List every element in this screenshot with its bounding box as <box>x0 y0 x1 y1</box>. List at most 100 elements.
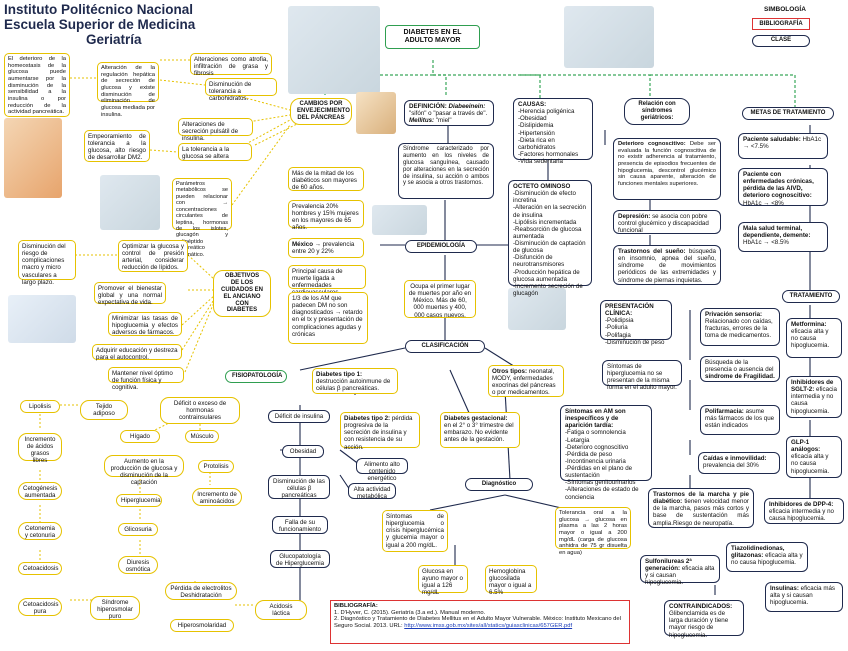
adquirir-educacion-box: Adquirir educación y destreza para el au… <box>92 344 182 361</box>
hiperosmolaridad-box: Hiperosmolaridad <box>170 619 234 633</box>
lipolisis-box: Lipolisis <box>20 400 60 414</box>
sintomas-am-item: -Síntomas genitourinarios <box>565 479 636 487</box>
bibliografia-box: BIBLIOGRAFÍA: 1. D'Hyver, C. (2015). Ger… <box>330 600 630 644</box>
header-line-1: Instituto Politécnico Nacional <box>4 2 194 17</box>
definicion-text2: "miel" <box>435 117 452 125</box>
obesidad-box: Obesidad <box>282 445 324 459</box>
institution-header: Instituto Politécnico Nacional Escuela S… <box>4 2 234 47</box>
metformina-label: Metformina: <box>791 321 827 328</box>
causas-item: -Hipertensión <box>518 129 555 137</box>
depresion-box: Depresión: se asocia con pobre control g… <box>613 210 721 234</box>
alteracion-regulacion-box: Alteración de la regulación hepática de … <box>97 62 159 118</box>
insulinas-label: Insulinas: <box>770 585 799 592</box>
optimizar-glucosa-box: Optimizar la glucosa y control de presió… <box>118 240 188 272</box>
pancreas-illustration <box>4 118 62 198</box>
sal-text: HbA1c → <7.5% <box>743 136 822 151</box>
dpp4-box: Inhibidores de DPP-4: eficacia intermedi… <box>764 498 844 524</box>
minimizar-hipoglucemia-box: Minimizar las tasas de hipoglucemia y ef… <box>108 312 182 336</box>
presentacion-title: PRESENTACIÓN CLÍNICA: <box>605 303 654 318</box>
sglt2-label: Inhibidores de SGLT-2: <box>791 379 834 394</box>
otros-text: neonatal, MODY, enfermedades exocrinas d… <box>492 368 556 397</box>
octeto-item: -Disminución de captación de glucosa <box>513 240 586 255</box>
dep-text: se asocia con pobre control glucémico y … <box>618 213 709 235</box>
alteraciones-atrofia-box: Alteraciones como atrofia, infiltración … <box>190 53 272 77</box>
legend-clase: CLASE <box>752 35 810 47</box>
cetogenesis-box: Cetogénesis aumentada <box>18 482 62 500</box>
cog-text: Debe ser evaluada la función cognoscitiv… <box>618 141 716 187</box>
octeto-item: -Disminución de efecto incretina <box>513 190 576 205</box>
main-title: DIABETES EN EL ADULTO MAYOR <box>385 25 480 50</box>
dep-label: Depresión: <box>618 213 651 220</box>
contra-text: Glibenclamida es de larga duración y tie… <box>669 610 729 639</box>
empeoramiento-box: Empeoramiento de tolerancia a la glucosa… <box>84 130 150 162</box>
ref1-text: D'Hyver, C. (2015). Geriatría (3.a ed.).… <box>340 609 486 616</box>
sintomas-am-item: -Alteraciones de estado de conciencia <box>565 486 639 501</box>
octeto-title: OCTETO OMINOSO <box>513 183 571 190</box>
epi-prevalencia-box: Prevalencia 20% hombres y 15% mujeres en… <box>288 200 364 231</box>
glp1-label: GLP-1 análogos: <box>791 439 821 454</box>
tiazo-text: eficacia alta y no causa hipoglucemia. <box>731 552 803 567</box>
caidas-box: Caídas e inmovilidad: prevalencia del 30… <box>698 452 780 474</box>
definicion-label: DEFINICIÓN: <box>409 103 447 110</box>
presentacion-item: -Polifagia <box>605 331 631 339</box>
epi-ocupa-box: Ocupa el primer lugar de muertes por año… <box>404 280 476 319</box>
sueno-label: Trastornos del sueño: <box>618 248 686 255</box>
deterioro-homeostasis-box: El deterioro de la homeostasis de la glu… <box>4 53 70 117</box>
octeto-item: -Lipólisis incrementada <box>513 218 577 226</box>
otros-tipos-box: Otros tipos: neonatal, MODY, enfermedade… <box>488 365 564 397</box>
mantener-funcion-box: Mantener nivel óptimo de función física … <box>108 367 184 391</box>
disminucion-tolerancia-box: Disminución de tolerancia a carbohidrato… <box>205 78 277 102</box>
otros-label: Otros tipos: <box>492 368 528 375</box>
bibliografia-ref1: 1. D'Hyver, C. (2015). Geriatría (3.a ed… <box>334 609 486 616</box>
aumento-produccion-box: Aumento en la producción de glucosa y di… <box>104 455 184 486</box>
contraindicados-box: CONTRAINDICADOS: Glibenclamida es de lar… <box>664 600 744 639</box>
tipo1-text: destrucción autoinmune de células β panc… <box>316 378 391 393</box>
sintomas-no-presentan-box: Síntomas de hiperglucemia no se presenta… <box>602 360 682 391</box>
insulinas-box: Insulinas: eficacia más alta y si causan… <box>765 582 843 612</box>
consultation-photo <box>100 175 160 230</box>
cetoacidosis-pura-box: Cetoacidosis pura <box>18 598 62 616</box>
elderly-doctor-photo <box>288 6 380 94</box>
higado-box: Hígado <box>120 430 160 444</box>
cambios-pancreas-title: CAMBIOS POR ENVEJECIMIENTO DEL PÁNCREAS <box>290 98 352 125</box>
gest-text: en el 2° o 3° trimestre del embarazo. No… <box>444 422 514 444</box>
sintomas-hiperglucemia-diag: Síntomas de hiperglucemia o crisis hiper… <box>382 510 448 552</box>
sulfo-text: eficacia alta y si causan hipoglucemia. <box>645 565 715 587</box>
tipo1-label: Diabetes tipo 1: <box>316 371 363 378</box>
octeto-item: -Reabsorción de glucosa aumentada <box>513 225 582 240</box>
dpp4-label: Inhibidores de DPP-4: <box>769 501 834 508</box>
parametros-metabolicos-box: Parámetros metabólicos se pueden relacio… <box>172 178 232 258</box>
causas-title: CAUSAS: <box>518 101 547 108</box>
alimento-box: Alimento alto contenido energético <box>356 458 408 482</box>
sulfonilureas-box: Sulfonilureas 2ª generación: eficacia al… <box>640 555 720 587</box>
definicion-term2: Mellitus: <box>409 117 435 125</box>
tolerancia-glucosa-box: La tolerancia a la glucosa se altera <box>178 143 252 161</box>
glucosa-ayuno-box: Glucosa en ayuno mayor o igual a 126 mg/… <box>418 565 468 596</box>
deficit-insulina-box: Déficit de insulina <box>268 410 330 424</box>
sindrome-box: Síndrome caracterizado por aumento en lo… <box>398 143 494 199</box>
diagnostico-title: Diagnóstico <box>465 478 533 491</box>
octeto-box: OCTETO OMINOSO -Disminución de efecto in… <box>508 180 592 297</box>
definicion-text1: "sifón" o "pasar a través de". <box>409 110 488 118</box>
tolerancia-oral-box: Tolerancia oral a la glucosa → glucosa e… <box>555 507 631 556</box>
presentacion-item: -Disminución de peso <box>605 338 665 346</box>
causas-item: -Obesidad <box>518 115 547 123</box>
tejido-adiposo-box: Tejido adiposo <box>80 400 128 421</box>
glucopatologia-box: Glucopatología de Hiperglucemia <box>270 550 330 568</box>
octeto-item: -Alteración en la secreción de insulina <box>513 204 586 219</box>
cron-label: Paciente con enfermedades crónicas, pérd… <box>743 171 814 200</box>
clasificacion-title: CLASIFICACIÓN <box>405 340 485 353</box>
bibliografia-ref2: 2. Diagnóstico y Tratamiento de Diabetes… <box>334 616 621 629</box>
tipo2-label: Diabetes tipo 2: <box>344 415 391 422</box>
ref2-text: Diagnóstico y Tratamiento de Diabetes Me… <box>334 616 621 629</box>
sintomas-am-title: Síntomas en AM son inespecíficos y de ap… <box>565 408 626 430</box>
gestacional-box: Diabetes gestacional: en el 2° o 3° trim… <box>440 412 520 448</box>
sintomas-am-item: -Letargia <box>565 436 590 444</box>
glicosuria-box: Glicosuria <box>118 523 158 537</box>
proteolisis-box: Protolisis <box>198 460 234 474</box>
epi-principal-box: Principal causa de muerte ligada a enfer… <box>288 265 366 296</box>
bibliografia-link[interactable]: http://www.imss.gob.mx/sites/all/statics… <box>404 622 573 629</box>
definicion-term1: Diabeeinein: <box>448 103 486 110</box>
causas-item: -Dieta rica en carbohidratos <box>518 136 556 151</box>
fisiopatologia-title: FISIOPATOLOGÍA <box>225 370 287 383</box>
